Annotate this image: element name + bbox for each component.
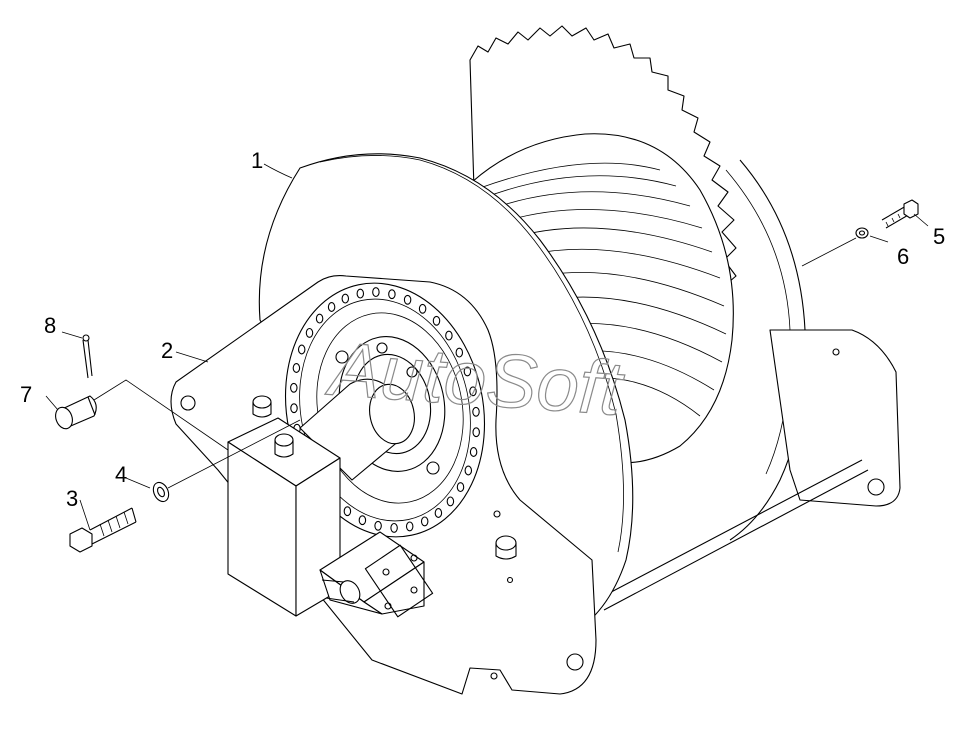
hub-bolt-hole [390, 522, 398, 533]
part-5-bolt [881, 199, 919, 229]
hub-bolt-hole [403, 294, 412, 305]
callout-3: 3 [66, 486, 78, 511]
part-4-washer [152, 481, 170, 503]
hub-bolt-hole [434, 508, 443, 518]
hub-bolt-hole [297, 344, 306, 355]
hub-bolt-hole [418, 303, 427, 314]
hub-bolt-hole [290, 382, 298, 393]
hub-bolt-hole [305, 327, 314, 338]
hub-bolt-hole [292, 363, 301, 373]
hub-bolt-hole [341, 293, 350, 304]
hub-bolt-hole [372, 287, 380, 298]
motor-top-stud [274, 433, 294, 458]
hub-bolt-hole [290, 403, 298, 414]
hub-bolt-hole [315, 313, 324, 324]
part-6-washer [855, 227, 869, 239]
hub-bolt-hole [463, 366, 472, 377]
hub-bolt-hole [446, 496, 455, 507]
hub-bolt-hole [445, 330, 453, 341]
callout-1: 1 [251, 148, 263, 173]
callout-labels: 1 2 3 4 5 6 7 8 [20, 148, 945, 511]
hub-bolt-hole [469, 386, 477, 397]
hub-bolt-hole [464, 465, 473, 476]
hub-bolt-hole [455, 347, 464, 358]
callout-7: 7 [20, 382, 32, 407]
hub-bolt-hole [327, 302, 336, 312]
hydraulic-motor [227, 417, 434, 618]
part-8-cotter-pin [82, 334, 93, 379]
callout-6: 6 [897, 244, 909, 269]
hub-bolt-hole [356, 288, 365, 299]
hub-bolt-hole [472, 406, 480, 417]
hub-bolt-hole [420, 516, 429, 527]
leader-lines [45, 163, 929, 531]
callout-4: 4 [115, 462, 127, 487]
motor-shaft [299, 378, 415, 481]
callout-5: 5 [933, 224, 945, 249]
hub-bolt-hole [432, 315, 441, 326]
part-7-clevis-pin [55, 395, 97, 430]
plate-stud-upper [252, 395, 272, 418]
hub-bolt-hole [374, 520, 382, 531]
callout-2: 2 [161, 338, 173, 363]
hub-bolt-hole [405, 521, 414, 532]
hub-bolt-hole [358, 515, 367, 526]
part-3-bolt [69, 507, 137, 553]
plate-stud-lower [495, 535, 517, 560]
callout-8: 8 [44, 313, 56, 338]
hub-bolt-hole [343, 506, 352, 517]
hub-bolt-hole [456, 482, 465, 493]
hub-bolt-hole [472, 427, 480, 438]
hub-bolt-hole [469, 447, 478, 457]
hub-bolt-hole [388, 289, 396, 300]
